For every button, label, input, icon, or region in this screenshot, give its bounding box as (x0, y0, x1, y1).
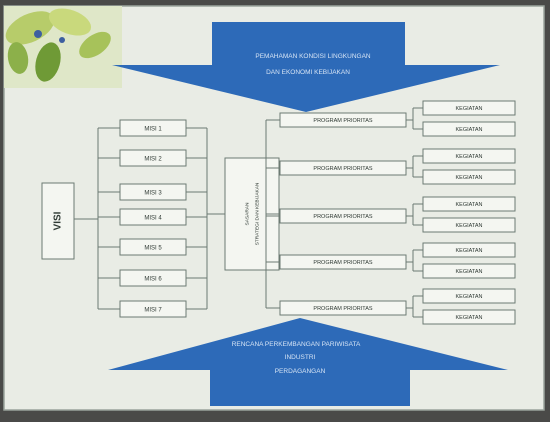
sasaran-line2: STRATEGI DAN KEBIJAKAN (254, 182, 260, 245)
sasaran-line1: SASARAN (244, 202, 250, 225)
kegiatan-box (422, 263, 516, 279)
kegiatan-label: KEGIATAN (456, 202, 483, 208)
misi-label: MISI 6 (144, 277, 162, 283)
kegiatan-box (422, 169, 516, 185)
leaf-decoration-icon (4, 6, 122, 88)
bottom-banner-line1: RENCANA PERKEMBANGAN PARIWISATA (232, 341, 361, 348)
kegiatan-box (422, 121, 516, 137)
misi-label: MISI 1 (144, 127, 162, 133)
misi-label: MISI 5 (144, 246, 162, 252)
kegiatan-label: KEGIATAN (456, 154, 483, 160)
program-label: PROGRAM PRIORITAS (313, 166, 373, 172)
visi-box (41, 182, 75, 260)
misi-label: MISI 7 (144, 308, 162, 314)
kegiatan-label: KEGIATAN (456, 106, 483, 112)
visi-label: VISI (53, 211, 64, 230)
misi-label: MISI 4 (144, 216, 162, 222)
kegiatan-box (422, 196, 516, 212)
program-label: PROGRAM PRIORITAS (313, 214, 373, 220)
misi-box (119, 269, 187, 287)
kegiatan-label: KEGIATAN (456, 315, 483, 321)
top-banner-arrow (112, 22, 500, 112)
kegiatan-box (422, 148, 516, 164)
top-banner-line1: PEMAHAMAN KONDISI LINGKUNGAN (255, 53, 371, 60)
kegiatan-label: KEGIATAN (456, 127, 483, 133)
kegiatan-label: KEGIATAN (456, 223, 483, 229)
misi-box (119, 208, 187, 226)
misi-box (119, 149, 187, 167)
kegiatan-label: KEGIATAN (456, 294, 483, 300)
misi-label: MISI 2 (144, 157, 162, 163)
kegiatan-box (422, 309, 516, 325)
bottom-banner-arrow (108, 318, 508, 406)
misi-box (119, 238, 187, 256)
kegiatan-label: KEGIATAN (456, 269, 483, 275)
kegiatan-box (422, 288, 516, 304)
misi-group: MISI 1 MISI 2 MISI 3 MISI 4 MISI 5 MISI 6 MISI… (98, 119, 207, 318)
kegiatan-label: KEGIATAN (456, 248, 483, 254)
kegiatan-box (422, 100, 516, 116)
bottom-banner-line2: INDUSTRI (285, 354, 316, 361)
misi-label: MISI 3 (144, 191, 162, 197)
bottom-banner-line3: PERDAGANGAN (275, 368, 326, 375)
kegiatan-label: KEGIATAN (456, 175, 483, 181)
program-label: PROGRAM PRIORITAS (313, 118, 373, 124)
kegiatan-box (422, 217, 516, 233)
kegiatan-box (422, 242, 516, 258)
misi-box (119, 119, 187, 137)
misi-box (119, 300, 187, 318)
program-label: PROGRAM PRIORITAS (313, 306, 373, 312)
misi-box (119, 183, 187, 201)
program-group: PROGRAM PRIORITAS KEGIATAN KEGIATAN PROGRAM… (266, 100, 516, 325)
program-label: PROGRAM PRIORITAS (313, 260, 373, 266)
top-banner-line2: DAN EKONOMI KEBIJAKAN (266, 69, 350, 76)
